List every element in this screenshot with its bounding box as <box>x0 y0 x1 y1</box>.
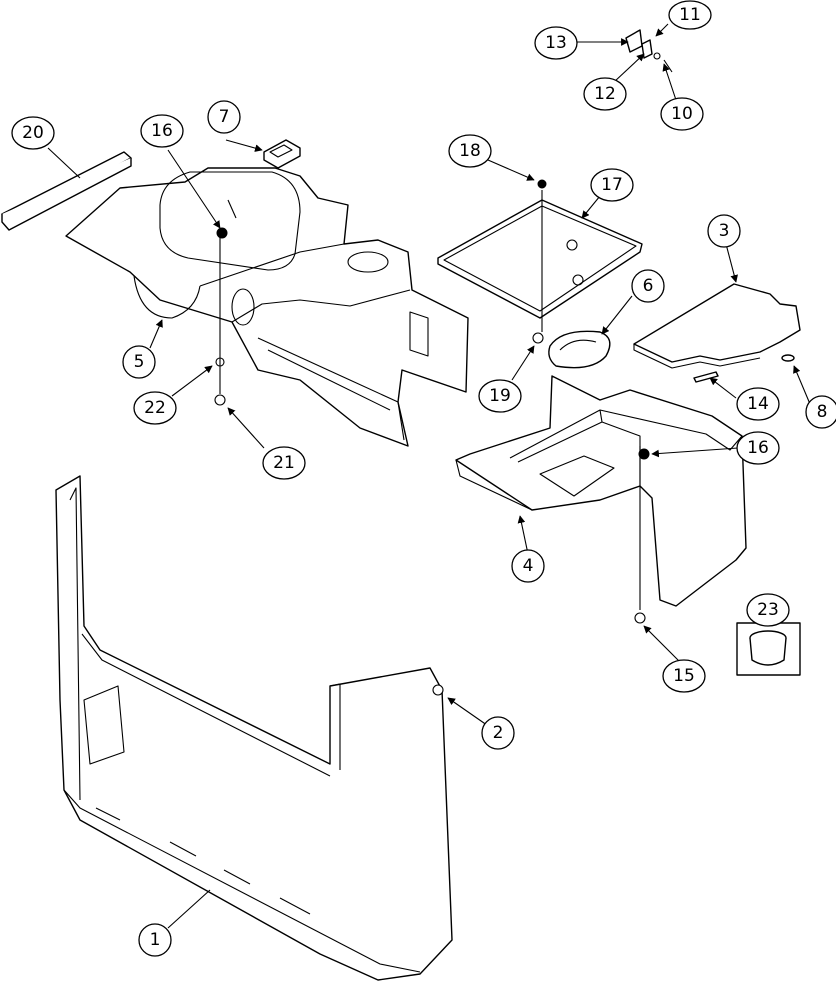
part-17-plate <box>437 179 643 319</box>
part-20-strip <box>1 151 132 231</box>
svg-text:21: 21 <box>273 453 295 473</box>
callout-2: 2 <box>481 716 515 750</box>
callout-16-upper: 16 <box>140 114 184 148</box>
part-3-mat <box>633 283 801 369</box>
part-1-lower-panel <box>55 475 453 981</box>
part-6-cover <box>548 330 611 369</box>
callout-22: 22 <box>133 391 177 425</box>
callout-12: 12 <box>583 77 627 111</box>
svg-text:22: 22 <box>144 398 166 418</box>
part-4-lower-console <box>455 375 747 607</box>
svg-text:16: 16 <box>151 121 173 141</box>
part-14-clip <box>693 371 719 383</box>
callout-20: 20 <box>11 116 55 150</box>
part-23-grommet-detail <box>736 622 801 676</box>
part-7-switch <box>263 139 301 169</box>
callout-23: 23 <box>746 593 790 627</box>
callout-3: 3 <box>707 214 741 248</box>
callout-14: 14 <box>736 387 780 421</box>
callout-4: 4 <box>511 549 545 583</box>
callout-13: 13 <box>534 26 578 60</box>
svg-text:19: 19 <box>489 386 511 406</box>
svg-text:12: 12 <box>594 84 616 104</box>
svg-text:7: 7 <box>219 107 230 127</box>
svg-text:20: 20 <box>22 123 44 143</box>
svg-text:4: 4 <box>523 556 534 576</box>
callout-5: 5 <box>122 345 156 379</box>
callout-8: 8 <box>805 395 836 429</box>
svg-text:1: 1 <box>150 930 161 950</box>
svg-text:14: 14 <box>747 394 769 414</box>
callout-16-lower: 16 <box>736 431 780 465</box>
svg-text:13: 13 <box>545 33 567 53</box>
svg-text:16: 16 <box>747 438 769 458</box>
svg-text:5: 5 <box>134 352 145 372</box>
svg-text:15: 15 <box>673 666 695 686</box>
callout-6: 6 <box>631 269 665 303</box>
callout-10: 10 <box>660 97 704 131</box>
part-5-upper-console <box>65 167 469 447</box>
svg-text:3: 3 <box>719 221 730 241</box>
svg-text:18: 18 <box>459 141 481 161</box>
svg-text:6: 6 <box>643 276 654 296</box>
svg-text:2: 2 <box>493 723 504 743</box>
svg-text:10: 10 <box>671 104 693 124</box>
callout-1: 1 <box>138 923 172 957</box>
svg-text:17: 17 <box>601 175 623 195</box>
leader-lines <box>47 23 811 929</box>
callout-18: 18 <box>448 134 492 168</box>
callout-11: 11 <box>668 0 712 30</box>
callout-21: 21 <box>262 446 306 480</box>
svg-text:8: 8 <box>817 402 828 422</box>
callout-17: 17 <box>590 168 634 202</box>
callout-15: 15 <box>662 659 706 693</box>
part-8-clip <box>781 354 795 362</box>
svg-text:11: 11 <box>679 5 701 25</box>
callout-19: 19 <box>478 379 522 413</box>
svg-text:23: 23 <box>757 600 779 620</box>
callout-balloons: 1 2 3 4 5 6 7 8 <box>11 0 836 957</box>
callout-7: 7 <box>207 100 241 134</box>
